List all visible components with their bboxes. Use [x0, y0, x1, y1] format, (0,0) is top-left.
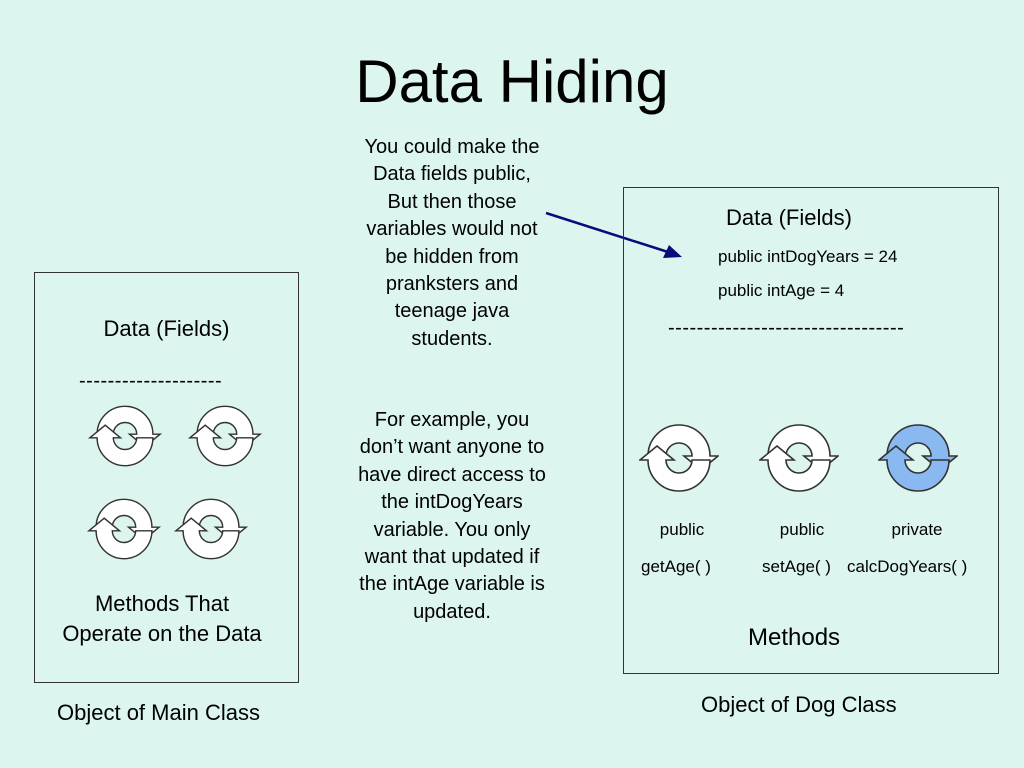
main-object-label: Object of Main Class: [57, 700, 260, 725]
dog-divider: ---------------------------------: [668, 317, 905, 339]
note-line: pranksters and: [385, 273, 519, 296]
note-line: don’t want anyone to: [359, 436, 545, 459]
note-line: You could make the: [364, 136, 540, 158]
note-line: want that updated if: [364, 546, 540, 569]
note-line: have direct access to: [358, 463, 546, 486]
note-line: variable. You only: [373, 518, 531, 541]
pointer-arrow: [545, 211, 682, 258]
note-line: Data fields public,: [373, 163, 531, 186]
main-methods-caption-line1: Methods That: [94, 591, 230, 616]
main-data-heading: Data (Fields): [103, 316, 230, 341]
public-fields-note: You could make the Data fields public, B…: [342, 134, 562, 353]
note-line: the intDogYears: [381, 491, 523, 514]
cycle-arrows-icon: [88, 498, 160, 560]
method-access-getage: public: [659, 520, 705, 539]
cycle-arrows-icon: [878, 424, 958, 492]
dog-data-heading: Data (Fields): [726, 205, 852, 230]
cycle-arrows-icon: [89, 405, 161, 467]
note-line: variables would not: [366, 218, 538, 241]
note-line: updated.: [413, 600, 491, 623]
note-line: For example, you: [374, 409, 530, 431]
cycle-arrows-icon: [639, 424, 719, 492]
method-name-calcdogyears: calcDogYears( ): [847, 557, 968, 576]
cycle-arrows-icon: [175, 498, 247, 560]
main-object-box: [34, 272, 299, 683]
main-divider: --------------------: [79, 370, 223, 392]
note-line: the intAge variable is: [359, 573, 545, 596]
main-methods-caption: Methods That Operate on the Data: [34, 589, 290, 649]
example-note: For example, you don’t want anyone to ha…: [337, 407, 567, 626]
dog-field-dog-years: public intDogYears = 24: [718, 247, 898, 266]
dog-field-age: public intAge = 4: [718, 281, 845, 300]
method-name-getage: getAge( ): [641, 557, 711, 576]
method-access-calcdogyears: private: [891, 520, 943, 539]
method-name-setage: setAge( ): [762, 557, 831, 576]
dog-object-label: Object of Dog Class: [701, 692, 897, 717]
slide-title: Data Hiding: [355, 48, 669, 115]
method-access-setage: public: [779, 520, 825, 539]
main-methods-caption-line2: Operate on the Data: [62, 621, 262, 646]
note-line: students.: [411, 327, 493, 350]
dog-object-box: [623, 187, 999, 674]
note-line: But then those: [387, 190, 517, 213]
cycle-arrows-icon: [759, 424, 839, 492]
note-line: teenage java: [394, 300, 510, 323]
dog-methods-heading: Methods: [748, 624, 841, 651]
cycle-arrows-icon: [189, 405, 261, 467]
note-line: be hidden from: [385, 245, 519, 268]
